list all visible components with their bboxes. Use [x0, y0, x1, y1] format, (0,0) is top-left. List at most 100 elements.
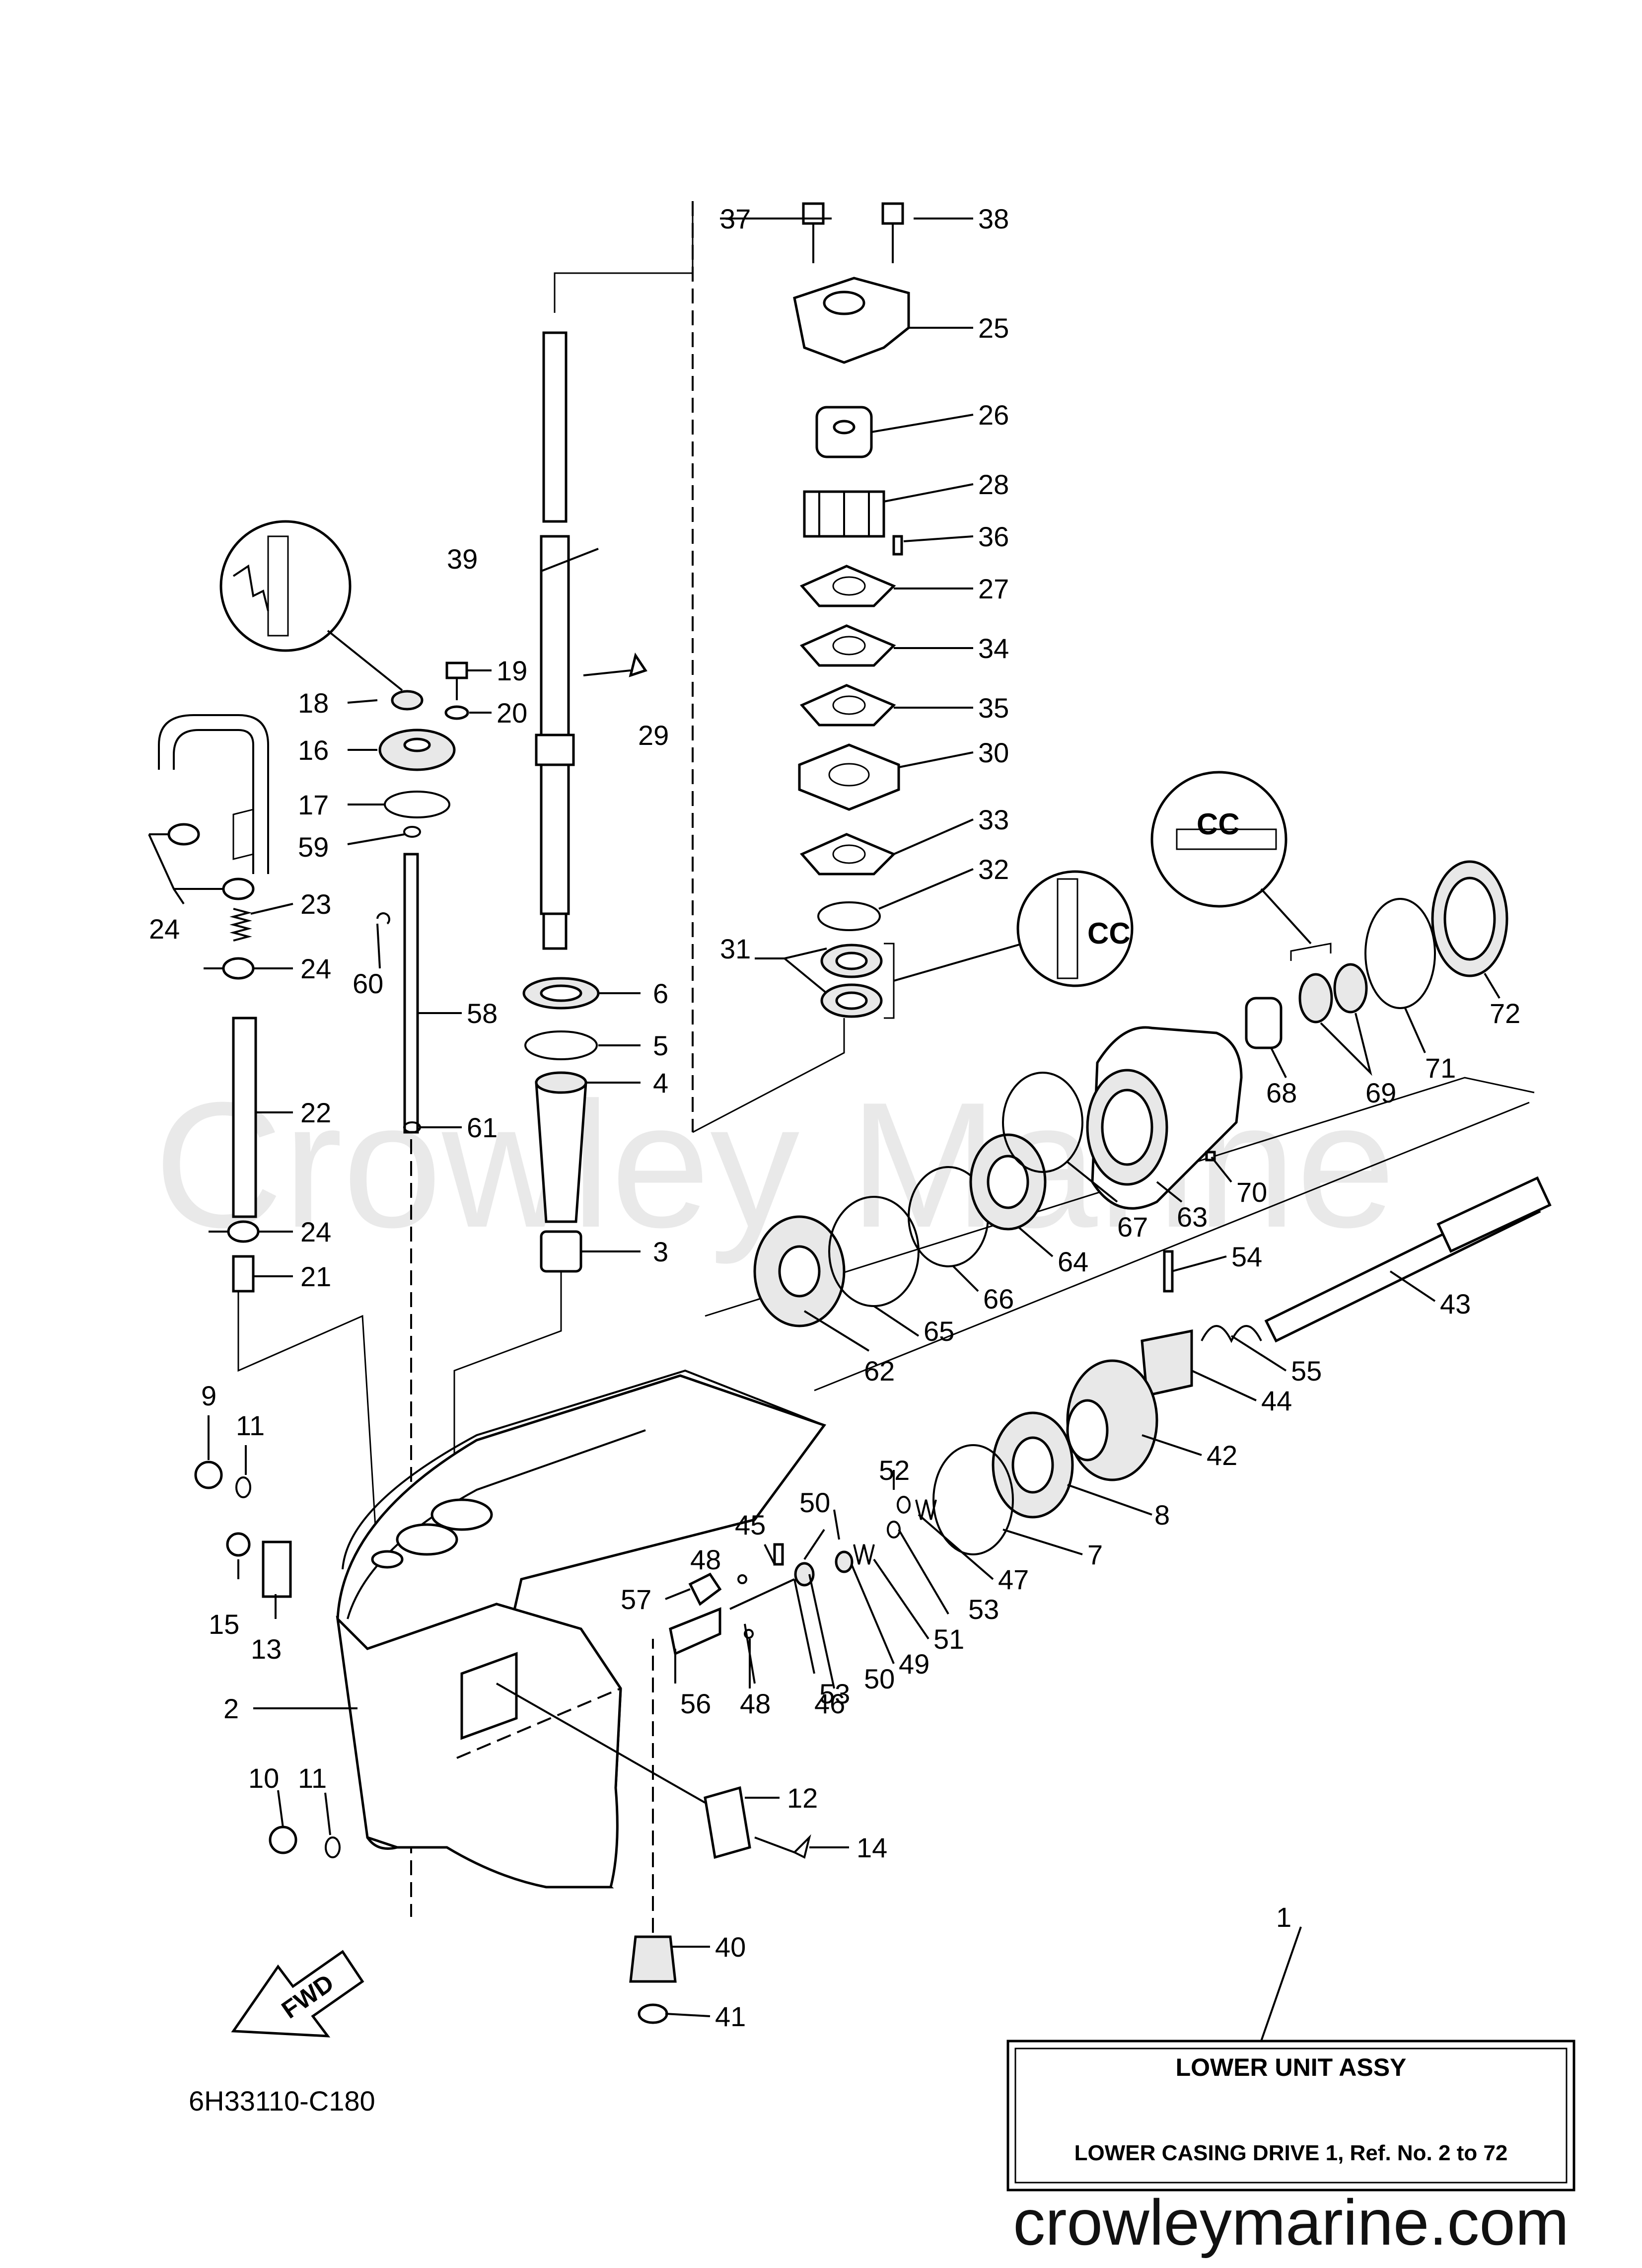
callout-67: 67 — [1117, 1211, 1148, 1243]
callout-71: 71 — [1425, 1052, 1456, 1084]
callout-16: 16 — [298, 734, 329, 766]
callout-43: 43 — [1440, 1288, 1471, 1319]
title-box: LOWER UNIT ASSY LOWER CASING DRIVE 1, Re… — [1006, 2040, 1575, 2192]
callout-41: 41 — [715, 2001, 746, 2032]
gasket-33 — [799, 833, 896, 876]
callout-48a: 48 — [690, 1544, 721, 1575]
callout-2: 2 — [223, 1693, 239, 1724]
callout-14: 14 — [857, 1832, 887, 1863]
callout-55: 55 — [1291, 1355, 1322, 1387]
callout-42: 42 — [1207, 1440, 1237, 1471]
callout-46: 46 — [814, 1688, 845, 1719]
callout-53b: 53 — [968, 1594, 999, 1625]
bolt-37-head — [802, 202, 825, 225]
sealant-inset-18 — [219, 520, 352, 652]
callout-33: 33 — [978, 804, 1009, 835]
drive-shaft-lower — [540, 535, 570, 915]
callout-70: 70 — [1236, 1176, 1267, 1208]
lower-casing — [336, 1369, 827, 1889]
callout-4: 4 — [653, 1067, 668, 1098]
callout-38: 38 — [978, 203, 1009, 234]
callout-68: 68 — [1266, 1077, 1297, 1108]
callout-47: 47 — [998, 1564, 1029, 1595]
callout-15: 15 — [209, 1609, 239, 1640]
callout-1: 1 — [1276, 1902, 1291, 1933]
callout-37: 37 — [720, 203, 751, 234]
callout-49: 49 — [899, 1648, 929, 1680]
callout-28: 28 — [978, 469, 1009, 500]
callout-66: 66 — [983, 1283, 1014, 1315]
callout-29: 29 — [638, 720, 669, 751]
key — [892, 535, 903, 556]
callout-61: 61 — [467, 1112, 498, 1143]
callout-24c: 24 — [300, 1216, 331, 1247]
pump-case — [798, 743, 900, 811]
callout-18: 18 — [298, 687, 329, 719]
o-ring-32 — [817, 901, 881, 931]
shim-5 — [524, 1030, 598, 1060]
sleeve-4 — [535, 1081, 587, 1223]
callout-62: 62 — [864, 1355, 895, 1387]
diagram-code: 6H33110-C180 — [189, 2085, 375, 2117]
pinion-nut — [638, 2003, 668, 2024]
pump-housing — [793, 277, 910, 364]
callout-12: 12 — [787, 1782, 818, 1814]
prop-shaft-assembly: CC — [753, 771, 1552, 1555]
callout-39: 39 — [447, 543, 478, 575]
title-box-title: LOWER UNIT ASSY — [1176, 2053, 1407, 2081]
callout-56: 56 — [680, 1688, 711, 1719]
callout-21: 21 — [300, 1261, 331, 1292]
callout-54: 54 — [1231, 1241, 1262, 1272]
water-inlet-cover — [496, 1683, 811, 1859]
callout-57: 57 — [621, 1584, 651, 1615]
callout-31: 31 — [720, 933, 751, 964]
shaft-bearing-set — [522, 977, 600, 1273]
callout-3: 3 — [653, 1236, 668, 1267]
callout-20: 20 — [497, 697, 527, 729]
callout-60: 60 — [353, 968, 383, 999]
callout-51: 51 — [933, 1623, 964, 1655]
callout-58: 58 — [467, 998, 498, 1029]
callout-24a: 24 — [149, 913, 180, 945]
callout-52: 52 — [879, 1455, 910, 1486]
dog-clutch — [1141, 1329, 1193, 1397]
callout-69: 69 — [1365, 1077, 1396, 1108]
shift-plunger-assembly — [669, 1496, 937, 1656]
callout-65: 65 — [924, 1316, 954, 1347]
hose-assembly — [149, 714, 269, 1293]
callout-26: 26 — [978, 399, 1009, 431]
callout-35: 35 — [978, 692, 1009, 724]
callout-40: 40 — [715, 1931, 746, 1963]
callout-5: 5 — [653, 1030, 668, 1061]
gasket-27 — [799, 565, 896, 607]
callout-59: 59 — [298, 831, 329, 863]
callout-7: 7 — [1087, 1539, 1103, 1570]
outer-plate — [799, 624, 896, 667]
claw-washer — [1364, 898, 1436, 1009]
plate-35 — [799, 684, 896, 727]
callout-32: 32 — [978, 854, 1009, 885]
callout-64: 64 — [1058, 1246, 1088, 1277]
callout-23: 23 — [300, 888, 331, 920]
leader-lines — [148, 218, 1500, 2042]
callout-30: 30 — [978, 737, 1009, 768]
drive-shaft — [535, 331, 647, 950]
callout-24b: 24 — [300, 953, 331, 984]
callout-25: 25 — [978, 312, 1009, 344]
shift-rod — [403, 853, 419, 1134]
bolt-38-head — [881, 202, 904, 225]
drain-plugs — [194, 1461, 341, 1858]
pinion-gear — [629, 1935, 677, 1983]
callout-36: 36 — [978, 521, 1009, 552]
callout-44: 44 — [1261, 1385, 1292, 1416]
callout-11a: 11 — [236, 1410, 265, 1441]
callout-labels: 1 2 3 4 5 6 7 8 9 11 10 11 12 13 14 15 1… — [149, 203, 1520, 2032]
callout-10: 10 — [248, 1762, 279, 1794]
callout-48b: 48 — [740, 1688, 771, 1719]
callout-6: 6 — [653, 978, 668, 1009]
woodruff-key — [629, 652, 647, 677]
callout-72: 72 — [1490, 998, 1520, 1029]
footer-url[interactable]: crowleymarine.com — [1013, 2186, 1569, 2259]
callout-13: 13 — [251, 1633, 282, 1665]
